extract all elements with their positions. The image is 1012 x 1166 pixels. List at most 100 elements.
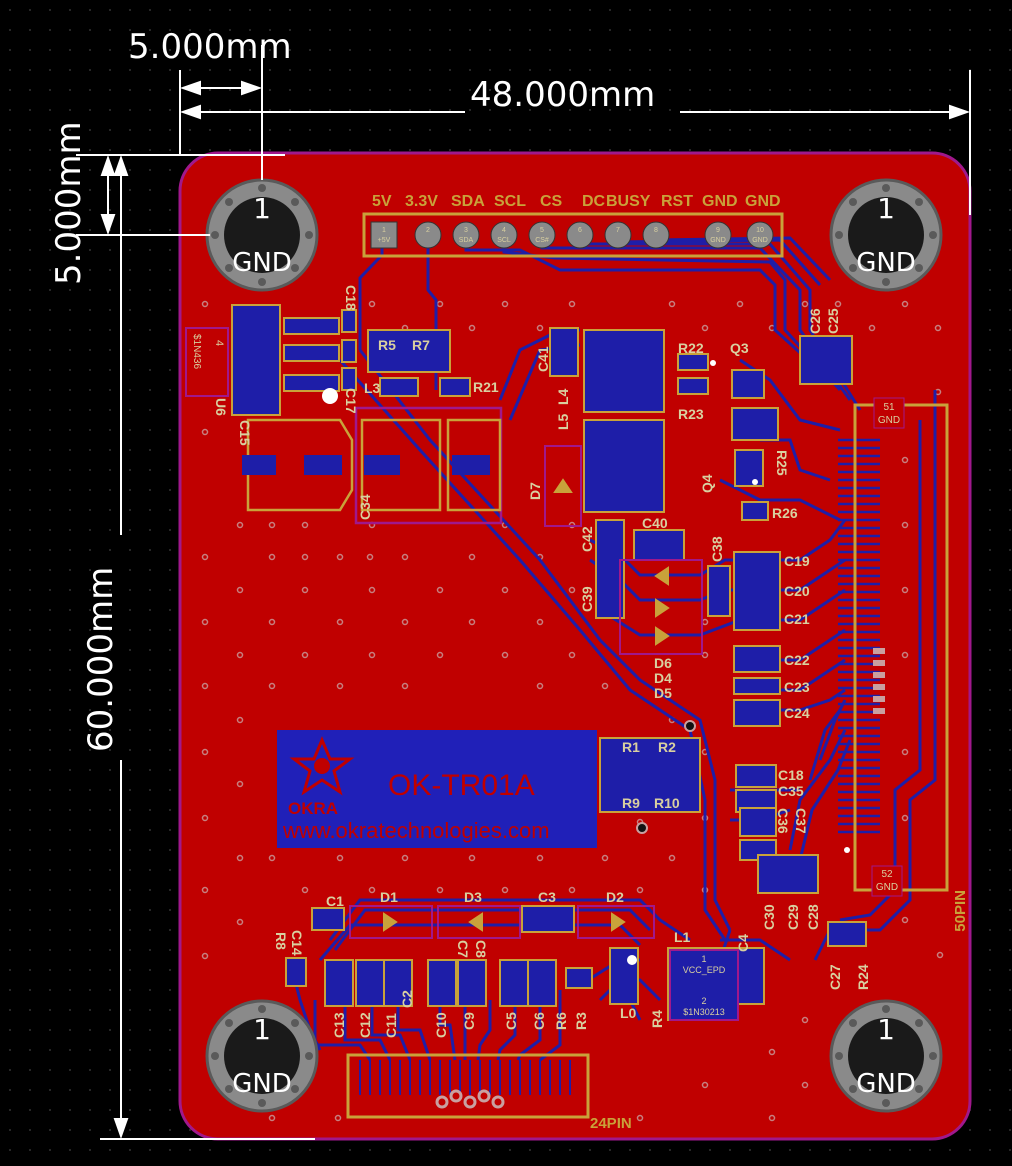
pin-number: 5 [540,227,544,234]
ref-c17: C17 [343,388,359,414]
pin-net: CS# [535,237,549,244]
ref-d5: D5 [654,685,672,701]
header-label-gnd-a: GND [702,193,738,210]
dim-board-width: 48.000mm [470,75,655,115]
ref-c39: C39 [579,586,595,612]
fpc-50pin-label: 50PIN [952,890,969,932]
l1-pin2: 2 [701,996,706,1006]
mount-hole-pad-number: 1 [253,192,271,225]
pin-number: 1 [382,227,386,234]
l1-pin1-net: VCC_EPD [683,965,726,975]
highlight-vias [322,360,850,965]
ref-c2: C2 [399,990,415,1008]
ref-r3: R3 [573,1012,589,1030]
l1-pin1: 1 [701,954,706,964]
pin-net: SDA [459,237,474,244]
header-pin-numbers: 1 +5V 2 3 SDA 4 SCL 5 CS# 6 7 8 9 GND 10… [378,227,768,244]
ref-c6: C6 [531,1012,547,1030]
ref-c7: C7 [455,940,471,958]
logo-part-number: OK-TR01A [388,769,535,802]
ref-c1: C1 [326,893,344,909]
ref-r7: R7 [412,337,430,353]
u6-pin4-net: $1N436 [191,334,202,369]
ref-c37: C37 [793,808,809,834]
ref-r9: R9 [622,795,640,811]
mount-hole-net: GND [856,1069,916,1099]
ref-c9: C9 [461,1012,477,1030]
ref-c30: C30 [761,904,777,930]
mount-hole-top-left[interactable]: 1 GND [205,178,319,292]
ref-c15: C15 [237,420,253,446]
pad-51-number: 51 [883,402,895,413]
cap-markers [242,455,490,475]
ref-c12: C12 [357,1012,373,1038]
u6-pin4-number: 4 [213,340,225,346]
fpc-24pin-vias [435,1089,505,1109]
ref-d7: D7 [527,482,543,500]
pin-net: +5V [378,237,391,244]
pin-net: SCL [497,237,511,244]
ref-c26: C26 [807,308,823,334]
dim-board-height: 60.000mm [81,567,121,752]
ref-d3: D3 [464,889,482,905]
l1-pin2-net: $1N30213 [683,1007,725,1017]
ref-r24: R24 [855,964,871,990]
ref-c36: C36 [775,808,791,834]
header-label-rst: RST [661,193,693,210]
ref-u6: U6 [213,398,229,416]
ref-c35: C35 [778,783,804,799]
dim-hole-offset-x: 5.000mm [128,27,292,67]
ref-r2: R2 [658,739,676,755]
mount-hole-net: GND [232,248,292,278]
fpc-24pin-contacts [359,1060,571,1095]
fpc-24pin-outline [346,1053,590,1119]
pad-51-net: GND [878,415,900,426]
mount-hole-net: GND [232,1069,292,1099]
ref-c38: C38 [709,536,725,562]
fpc-50pin-fan [838,438,880,834]
ref-c21: C21 [784,611,810,627]
mount-hole-top-right[interactable]: 1 GND [829,178,943,292]
ref-l3: L3 [364,380,381,396]
mount-hole-pad-number: 1 [877,1013,895,1046]
mount-hole-pad-number: 1 [253,1013,271,1046]
mount-hole-bottom-left[interactable]: 1 GND [205,999,319,1113]
ref-c40: C40 [642,515,668,531]
ref-r25: R25 [774,450,790,476]
ref-r22: R22 [678,340,704,356]
ref-c34: C34 [357,494,373,520]
ref-c28: C28 [805,904,821,930]
pad-52-number: 52 [881,869,893,880]
ref-c10: C10 [433,1012,449,1038]
mount-hole-bottom-right[interactable]: 1 GND [829,999,943,1113]
ref-c11: C11 [383,1013,399,1038]
pin-number: 4 [502,227,506,234]
pin-net: GND [710,237,726,244]
header-outline [362,212,784,258]
header-label-cs: CS [540,193,563,210]
header-label-gnd-b: GND [745,193,781,210]
ref-c4: C4 [735,934,751,952]
ref-r10: R10 [654,795,680,811]
ref-r21: R21 [473,379,499,395]
ref-c14: C14 [289,930,305,956]
header-pins [370,221,774,249]
pin-number: 2 [426,227,430,234]
header-label-sda: SDA [451,193,485,210]
diodes [349,445,703,939]
ref-c19: C19 [784,553,810,569]
ref-c13: C13 [331,1012,347,1038]
pin-number: 6 [578,227,582,234]
pin-number: 8 [654,227,658,234]
ref-c18-top: C18 [343,285,359,311]
polarized-caps [246,406,503,525]
ref-c29: C29 [785,904,801,930]
mount-hole-net: GND [856,248,916,278]
ref-l5: L5 [555,413,571,430]
pin-net: GND [752,237,768,244]
header-label-scl: SCL [494,193,526,210]
pin-number: 3 [464,227,468,234]
ref-c27: C27 [827,964,843,990]
ref-d6: D6 [654,655,672,671]
